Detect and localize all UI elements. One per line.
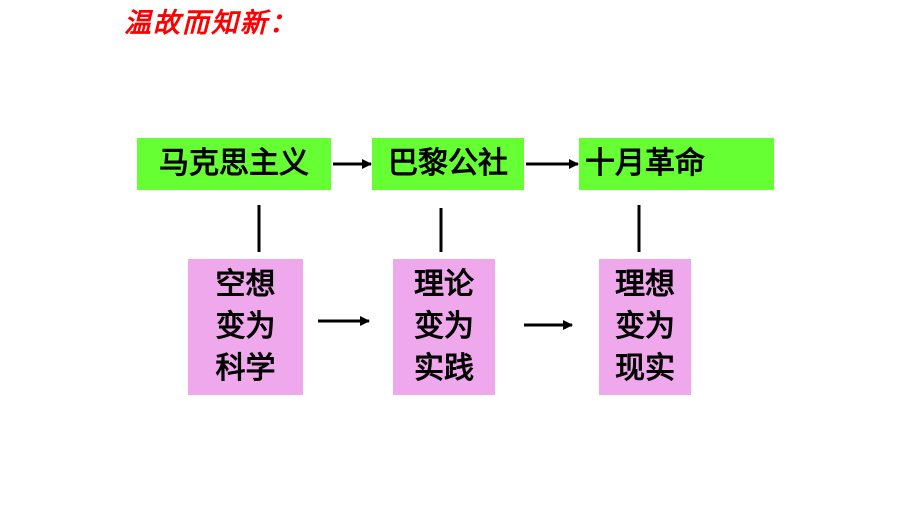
meaning-box-3: 理想 变为 现实: [599, 259, 691, 395]
meaning-line: 科学: [215, 351, 276, 386]
meaning-line: 变为: [414, 309, 474, 344]
meaning-line: 现实: [615, 351, 675, 386]
stage-box-paris-commune: 巴黎公社: [372, 138, 524, 190]
meaning-line: 变为: [215, 309, 276, 344]
meaning-box-1: 空想 变为 科学: [188, 259, 303, 395]
meaning-box-2: 理论 变为 实践: [393, 259, 495, 395]
stage-box-october-revolution: 十月革命: [579, 138, 774, 190]
stage-box-marxism: 马克思主义: [137, 138, 331, 190]
meaning-line: 变为: [615, 309, 675, 344]
slide-title: 温故而知新：: [124, 8, 298, 39]
meaning-line: 空想: [215, 267, 276, 302]
meaning-line: 理想: [615, 267, 675, 302]
meaning-line: 实践: [414, 351, 474, 386]
meaning-line: 理论: [414, 267, 474, 302]
